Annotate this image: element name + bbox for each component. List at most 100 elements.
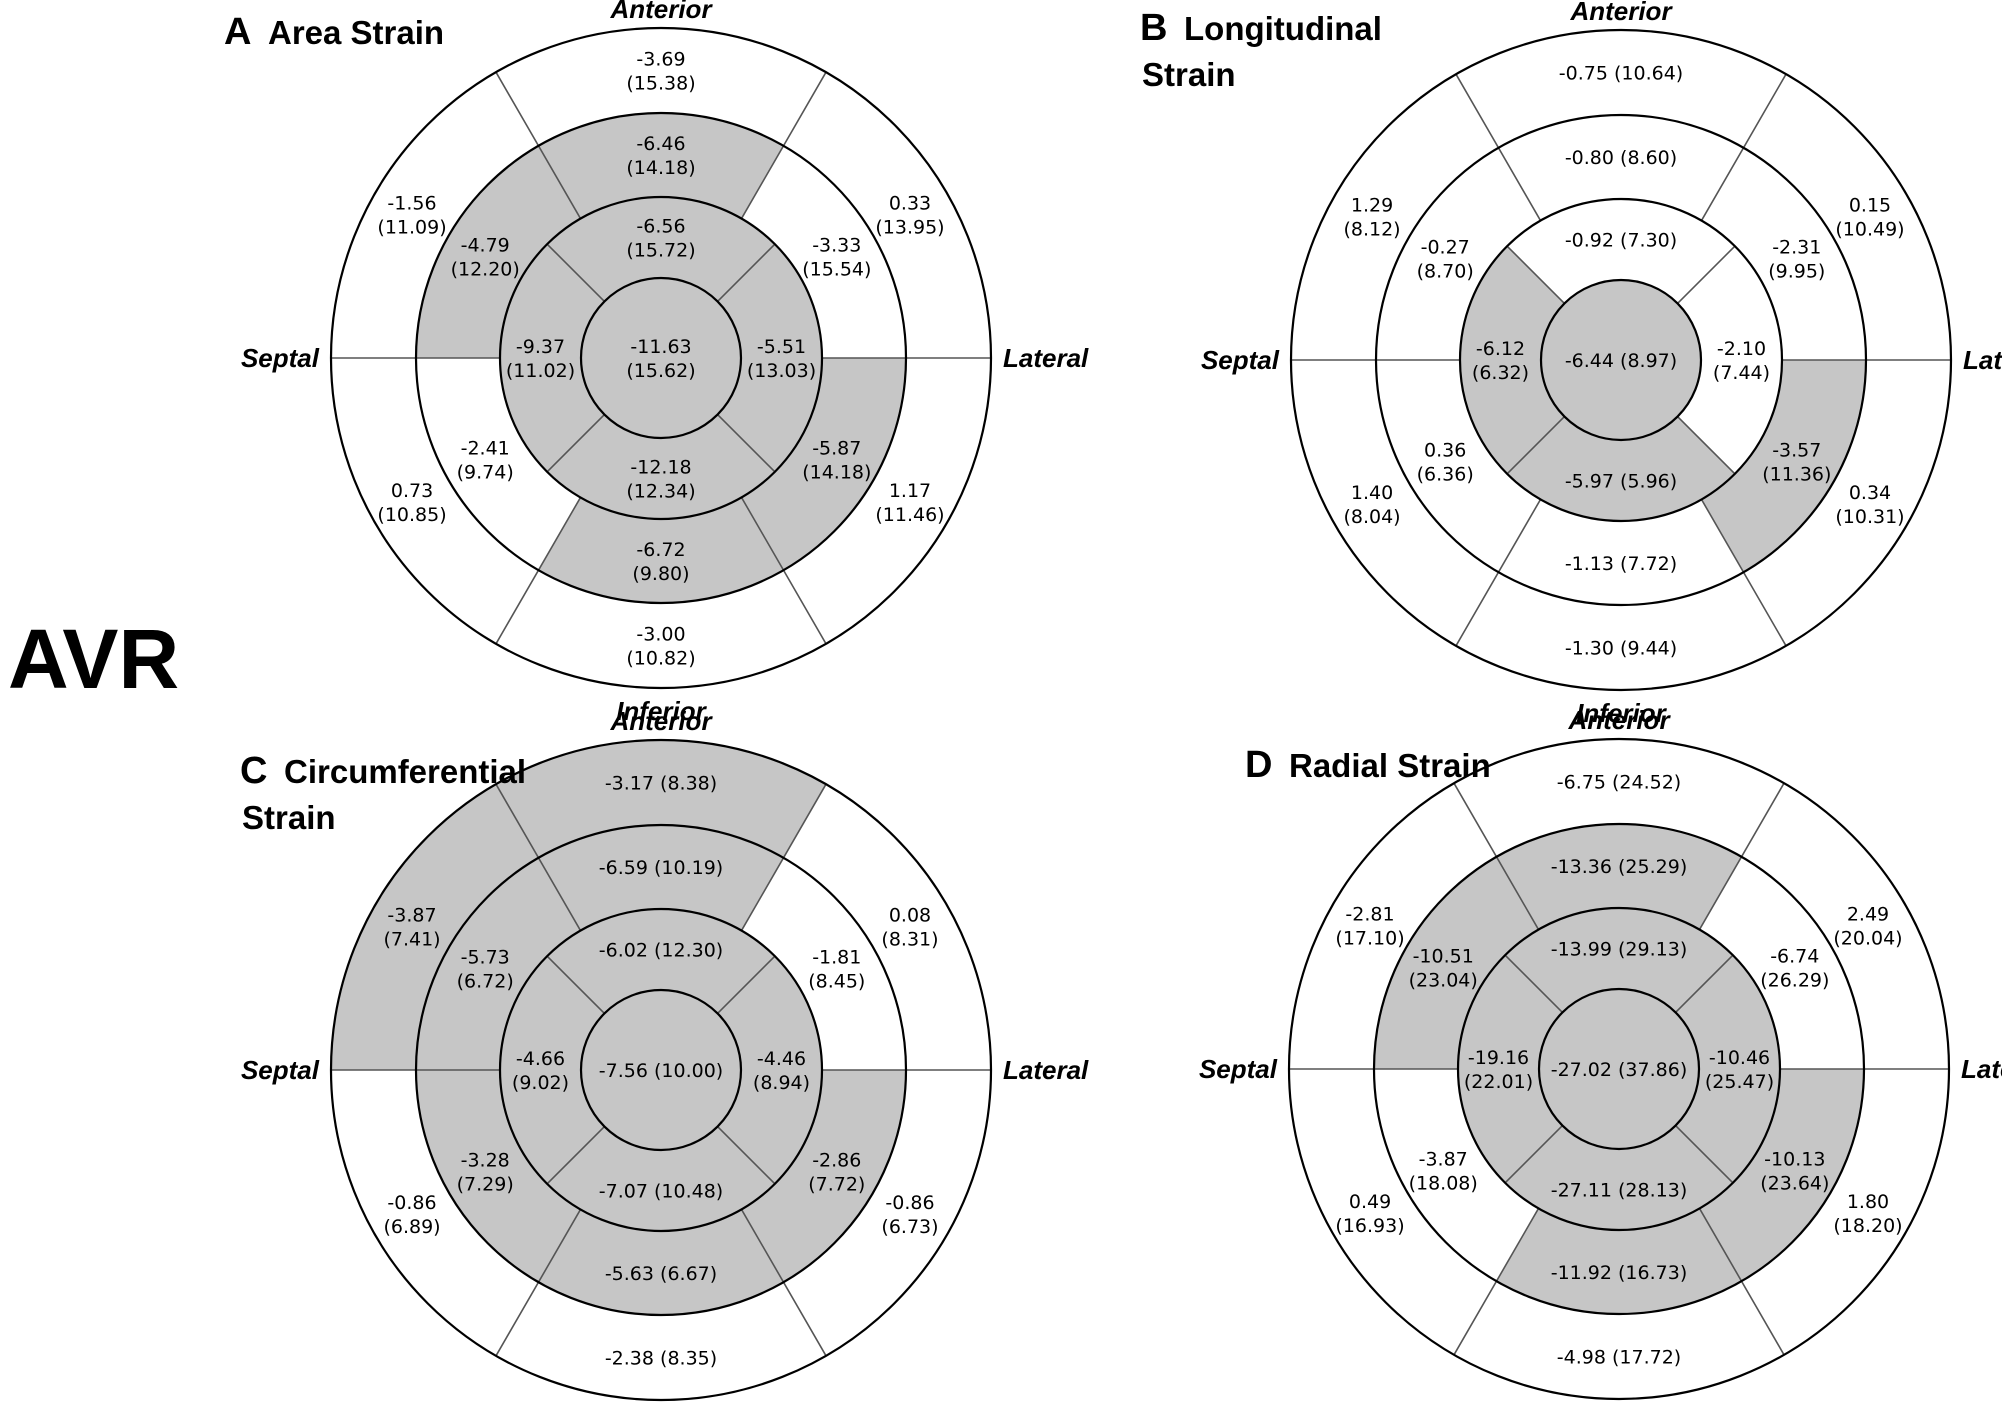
mid-value: -3.87 <box>1419 1149 1468 1171</box>
basal-value: (18.20) <box>1833 1215 1902 1237</box>
direction-label-septal: Septal <box>241 343 320 373</box>
basal-value: -3.69 <box>636 49 685 71</box>
basal-segment-anterolateral <box>1741 783 1949 1069</box>
mid-value: (6.36) <box>1417 464 1474 486</box>
ring-outline <box>414 111 908 605</box>
mid-value: (23.04) <box>1409 970 1478 992</box>
apical-segment-lateral <box>717 244 822 472</box>
basal-segment-inferior <box>496 570 826 688</box>
bullseye-panel-a: -3.69(15.38)0.33(13.95)1.17(11.46)-3.00(… <box>224 0 1089 726</box>
direction-label-septal: Septal <box>1201 345 1280 375</box>
mid-segment-inferoseptal <box>416 1070 581 1283</box>
apical-value: (12.34) <box>626 481 695 503</box>
mid-segment-anterior <box>1496 823 1742 930</box>
basal-value: (15.38) <box>626 73 695 95</box>
segment-divider <box>717 1126 776 1185</box>
mid-value: -1.13 (7.72) <box>1565 553 1677 575</box>
basal-value: 1.80 <box>1847 1191 1889 1213</box>
panel-title: Longitudinal <box>1184 10 1382 47</box>
mid-value: (9.95) <box>1768 261 1825 283</box>
basal-value: (6.73) <box>881 1216 938 1238</box>
basal-segment-anterior <box>496 27 826 146</box>
apical-value: -5.51 <box>757 336 806 358</box>
basal-segment-inferolateral <box>783 358 991 644</box>
segment-divider <box>1677 416 1736 475</box>
basal-value: (8.12) <box>1343 218 1400 240</box>
basal-value: (11.46) <box>875 504 944 526</box>
mid-segment-inferolateral <box>741 1070 906 1283</box>
mid-value: (26.29) <box>1760 970 1829 992</box>
apical-value: -5.97 (5.96) <box>1565 471 1677 493</box>
basal-value: -2.38 (8.35) <box>605 1348 717 1370</box>
ring-outline <box>498 195 824 521</box>
segment-divider <box>717 955 776 1014</box>
apical-segment-septal <box>1459 246 1565 474</box>
mid-segment-anteroseptal <box>416 145 581 358</box>
basal-value: 0.49 <box>1349 1191 1391 1213</box>
segment-divider <box>1675 954 1734 1013</box>
basal-value: 0.15 <box>1849 194 1891 216</box>
direction-label-inferior: Inferior <box>616 696 707 726</box>
apical-segment-anterior <box>547 909 775 1014</box>
ring-outline <box>1372 822 1866 1316</box>
mid-value: -6.46 <box>636 133 685 155</box>
basal-segment-anterior <box>496 740 826 858</box>
direction-label-lateral: Lateral <box>1963 345 2002 375</box>
mid-segment-anterolateral <box>1701 147 1866 360</box>
mid-value: -3.57 <box>1772 440 1821 462</box>
panel-letter: C <box>240 750 267 792</box>
mid-value: (8.45) <box>808 971 865 993</box>
basal-value: -3.00 <box>636 624 685 646</box>
mid-value: -5.63 (6.67) <box>605 1263 717 1285</box>
apical-value: -6.12 <box>1476 338 1525 360</box>
apical-segment-inferior <box>547 1126 775 1231</box>
apical-value: -4.66 <box>516 1048 565 1070</box>
mid-value: (14.18) <box>802 462 871 484</box>
direction-label-lateral: Lateral <box>1003 1055 1089 1085</box>
apical-segment-inferior <box>1505 1125 1733 1231</box>
direction-label-lateral: Lateral <box>1003 343 1089 373</box>
basal-value: (10.31) <box>1835 506 1904 528</box>
basal-value: (8.31) <box>881 928 938 950</box>
apical-value: -2.10 <box>1717 338 1766 360</box>
apical-value: -10.46 <box>1709 1047 1770 1069</box>
apical-value: (15.72) <box>626 240 695 262</box>
ring-outline <box>1287 737 1951 1401</box>
mid-value: (9.74) <box>457 462 514 484</box>
panel-title: Strain <box>242 799 336 836</box>
mid-value: -2.31 <box>1772 237 1821 259</box>
direction-label-septal: Septal <box>1199 1054 1278 1084</box>
apical-value: (25.47) <box>1705 1071 1774 1093</box>
mid-segment-anterior <box>538 825 784 931</box>
direction-label-anterior: Anterior <box>1569 0 1673 26</box>
segment-divider <box>1504 954 1563 1013</box>
apical-segment-septal <box>500 244 605 472</box>
mid-segment-anteroseptal <box>1376 147 1541 360</box>
mid-segment-inferior <box>1498 499 1744 605</box>
segment-divider <box>546 414 605 473</box>
basal-value: -0.75 (10.64) <box>1559 63 1683 85</box>
apical-value: (8.94) <box>753 1072 810 1094</box>
basal-value: 0.73 <box>391 480 433 502</box>
mid-value: (12.20) <box>451 259 520 281</box>
apical-value: (11.02) <box>506 360 575 382</box>
panel-letter: A <box>224 11 251 53</box>
segment-divider <box>1677 245 1736 304</box>
mid-value: -4.79 <box>461 235 510 257</box>
apical-value: (9.02) <box>512 1072 569 1094</box>
panel-title: Circumferential <box>284 753 526 790</box>
apex-segment <box>581 990 741 1150</box>
apical-value: -0.92 (7.30) <box>1565 230 1677 252</box>
basal-value: -6.75 (24.52) <box>1557 772 1681 794</box>
bullseye-panel-d: -6.75 (24.52)2.49(20.04)1.80(18.20)-4.98… <box>1199 705 2002 1401</box>
basal-value: -2.81 <box>1345 903 1394 925</box>
basal-segment-anterolateral <box>783 784 991 1070</box>
mid-value: -0.80 (8.60) <box>1565 147 1677 169</box>
basal-value: 0.33 <box>889 192 931 214</box>
segment-divider <box>546 955 605 1014</box>
apical-value: (13.03) <box>747 360 816 382</box>
basal-value: (20.04) <box>1833 927 1902 949</box>
mid-value: -3.28 <box>461 1150 510 1172</box>
direction-label-lateral: Lateral <box>1961 1054 2002 1084</box>
